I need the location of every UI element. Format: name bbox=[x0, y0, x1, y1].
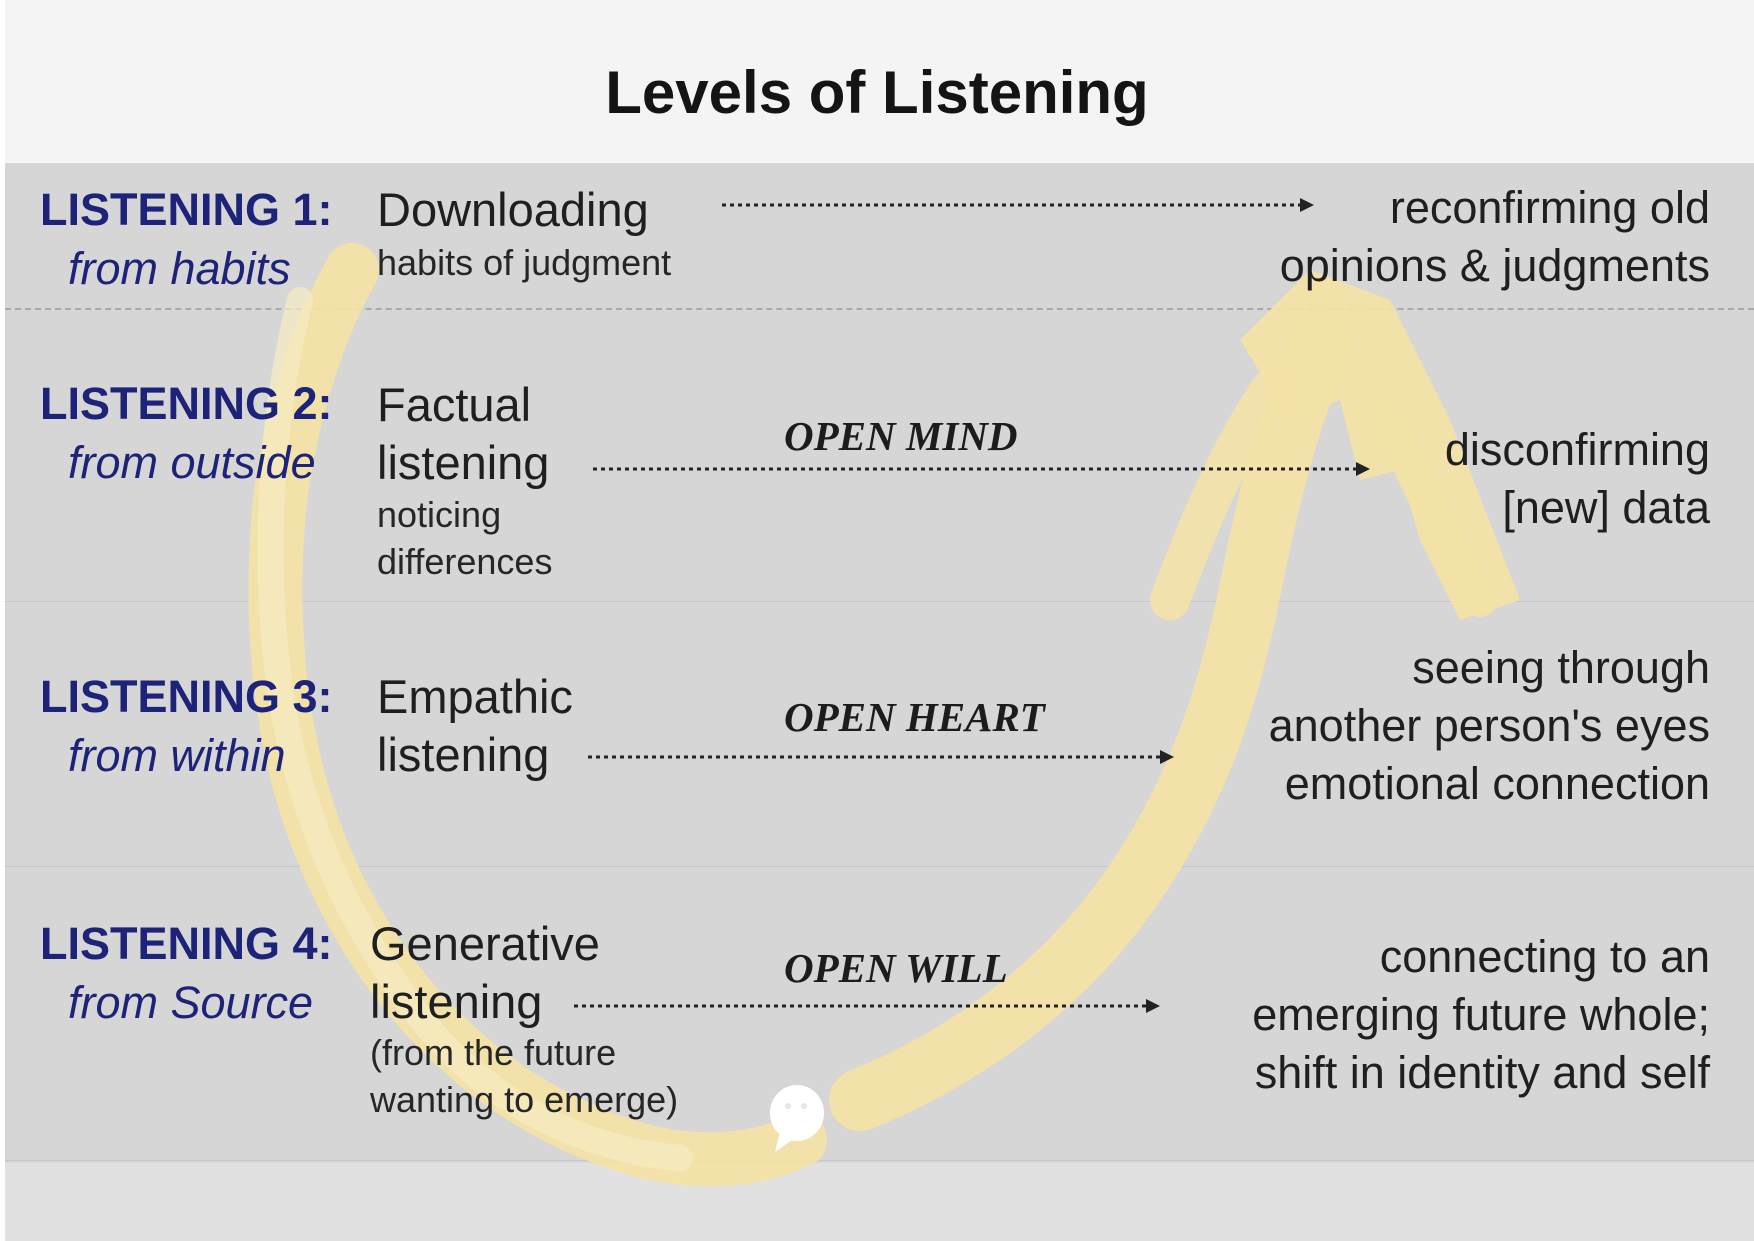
level-3-name: Empathic listening bbox=[377, 668, 573, 784]
level-4-sub-line-1: (from the future bbox=[370, 1032, 617, 1073]
level-1-result-line-1: reconfirming old bbox=[1389, 182, 1710, 233]
level-2-sub-line-2: differences bbox=[377, 541, 553, 582]
level-2-name: Factual listening bbox=[377, 376, 549, 492]
arrowhead-2 bbox=[1356, 462, 1370, 476]
level-2-result-line-2: [new] data bbox=[1502, 482, 1710, 533]
level-2-name-line-1: Factual bbox=[377, 378, 532, 431]
level-1-result: reconfirming old opinions & judgments bbox=[1280, 179, 1710, 295]
level-divider-1 bbox=[5, 308, 1754, 310]
level-2-result-line-1: disconfirming bbox=[1444, 424, 1710, 475]
level-1-sub: habits of judgment bbox=[377, 242, 672, 283]
arrowhead-4 bbox=[1146, 999, 1160, 1013]
open-heart-label: OPEN HEART bbox=[784, 694, 1045, 740]
level-1-label: LISTENING 1: bbox=[40, 184, 333, 235]
level-4-name-line-2: listening bbox=[370, 975, 543, 1028]
arrowhead-1 bbox=[1300, 198, 1314, 212]
open-will-label: OPEN WILL bbox=[784, 945, 1008, 991]
level-2-source: from outside bbox=[68, 437, 316, 488]
level-1-result-line-2: opinions & judgments bbox=[1279, 240, 1710, 291]
level-2-sub: noticing differences bbox=[377, 491, 552, 585]
u-stroke-left-shadow bbox=[257, 287, 693, 1171]
open-mind-label: OPEN MIND bbox=[784, 413, 1018, 459]
level-divider-2 bbox=[5, 601, 1754, 602]
level-4-sub: (from the future wanting to emerge) bbox=[370, 1029, 678, 1123]
level-1-name: Downloading bbox=[377, 183, 649, 236]
level-4-result-line-2: emerging future whole; bbox=[1252, 989, 1710, 1040]
level-2-sub-line-1: noticing bbox=[377, 494, 502, 535]
u-stroke-right-inner bbox=[1150, 370, 1290, 620]
level-3-result: seeing through another person's eyes emo… bbox=[1269, 639, 1710, 813]
level-3-result-line-1: seeing through bbox=[1412, 642, 1710, 693]
footer-band bbox=[5, 1163, 1754, 1241]
level-4-result-line-1: connecting to an bbox=[1379, 931, 1710, 982]
level-1-source: from habits bbox=[68, 243, 291, 294]
arrowhead-3 bbox=[1160, 750, 1174, 764]
level-3-label: LISTENING 3: bbox=[40, 671, 333, 722]
level-4-source: from Source bbox=[68, 977, 314, 1028]
level-3-result-line-3: emotional connection bbox=[1284, 758, 1710, 809]
level-4-label: LISTENING 4: bbox=[40, 918, 333, 969]
u-arrowhead-tail bbox=[1373, 403, 1497, 617]
level-divider-4 bbox=[5, 1160, 1754, 1161]
level-2-label: LISTENING 2: bbox=[40, 378, 333, 429]
u-stroke-right-arm bbox=[829, 319, 1351, 1131]
level-2-result: disconfirming [new] data bbox=[1445, 421, 1710, 537]
speech-bubble-icon bbox=[770, 1085, 824, 1152]
level-3-name-line-2: listening bbox=[377, 728, 550, 781]
title-banner bbox=[5, 0, 1754, 163]
level-4-name: Generative listening bbox=[370, 915, 600, 1031]
level-4-sub-line-2: wanting to emerge) bbox=[370, 1079, 679, 1120]
level-4-result: connecting to an emerging future whole; … bbox=[1252, 928, 1710, 1102]
level-2-name-line-2: listening bbox=[377, 436, 550, 489]
level-4-result-line-3: shift in identity and self bbox=[1254, 1047, 1710, 1098]
level-3-name-line-1: Empathic bbox=[377, 670, 573, 723]
level-divider-3 bbox=[5, 866, 1754, 867]
diagram-title: Levels of Listening bbox=[605, 59, 1149, 126]
level-3-result-line-2: another person's eyes bbox=[1268, 700, 1710, 751]
level-4-name-line-1: Generative bbox=[370, 917, 600, 970]
level-3-source: from within bbox=[68, 730, 286, 781]
